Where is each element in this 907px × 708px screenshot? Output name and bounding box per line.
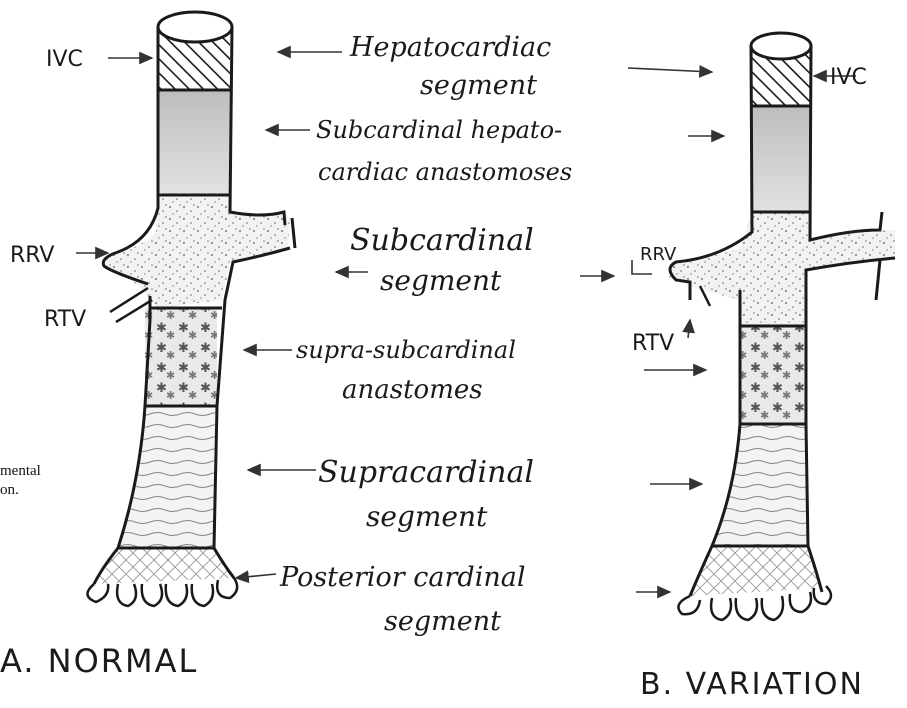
normal-vessel xyxy=(87,12,295,606)
label-supra-sub-line-2: anastomes xyxy=(342,375,483,405)
normal-top-ellipse xyxy=(158,12,232,42)
arrow-posterior-left xyxy=(236,574,276,578)
label-rtv-variation: RTV xyxy=(632,331,674,356)
arrow-rtv-variation xyxy=(688,320,690,338)
label-supracardinal-line-1: Supracardinal xyxy=(318,455,534,490)
label-subcardinal-hepato-line-1: Subcardinal hepato- xyxy=(316,116,562,144)
normal-supra-sub-region xyxy=(145,308,217,406)
label-hepatocardiac-line-1: Hepatocardiac xyxy=(349,32,551,63)
label-posterior-line-2: segment xyxy=(384,606,501,637)
label-supra-sub-line-1: supra-subcardinal xyxy=(296,336,516,364)
label-rrv-variation: RRV xyxy=(640,244,677,265)
label-subcardinal-line-1: Subcardinal xyxy=(350,223,534,258)
normal-supracardinal-region xyxy=(118,406,217,548)
caption-normal: A. NORMAL xyxy=(0,642,198,680)
variation-subcardinal-hepato-region xyxy=(752,106,810,212)
label-subcardinal-hepato-line-2: cardiac anastomoses xyxy=(318,158,572,186)
variation-subcardinal-dots xyxy=(668,212,895,326)
label-subcardinal-line-2: segment xyxy=(380,264,502,297)
label-rtv-normal: RTV xyxy=(44,307,86,332)
label-ivc-variation: IVC xyxy=(830,65,867,90)
label-posterior-line-1: Posterior cardinal xyxy=(279,562,525,593)
variation-supracardinal-region xyxy=(712,424,808,546)
label-hepatocardiac-line-2: segment xyxy=(420,70,537,101)
label-supracardinal-line-2: segment xyxy=(366,500,488,533)
variation-top-ellipse xyxy=(751,33,811,59)
normal-subcardinal-dots xyxy=(105,195,290,308)
label-rrv-normal: RRV xyxy=(10,243,54,268)
variation-supra-sub-region xyxy=(740,326,806,424)
variation-vessel xyxy=(668,33,895,620)
caption-variation: B. VARIATION xyxy=(640,667,864,702)
normal-subcardinal-hepato-region xyxy=(158,90,230,195)
arrow-hepatocardiac-right xyxy=(628,68,712,72)
label-ivc-normal: IVC xyxy=(46,47,83,72)
